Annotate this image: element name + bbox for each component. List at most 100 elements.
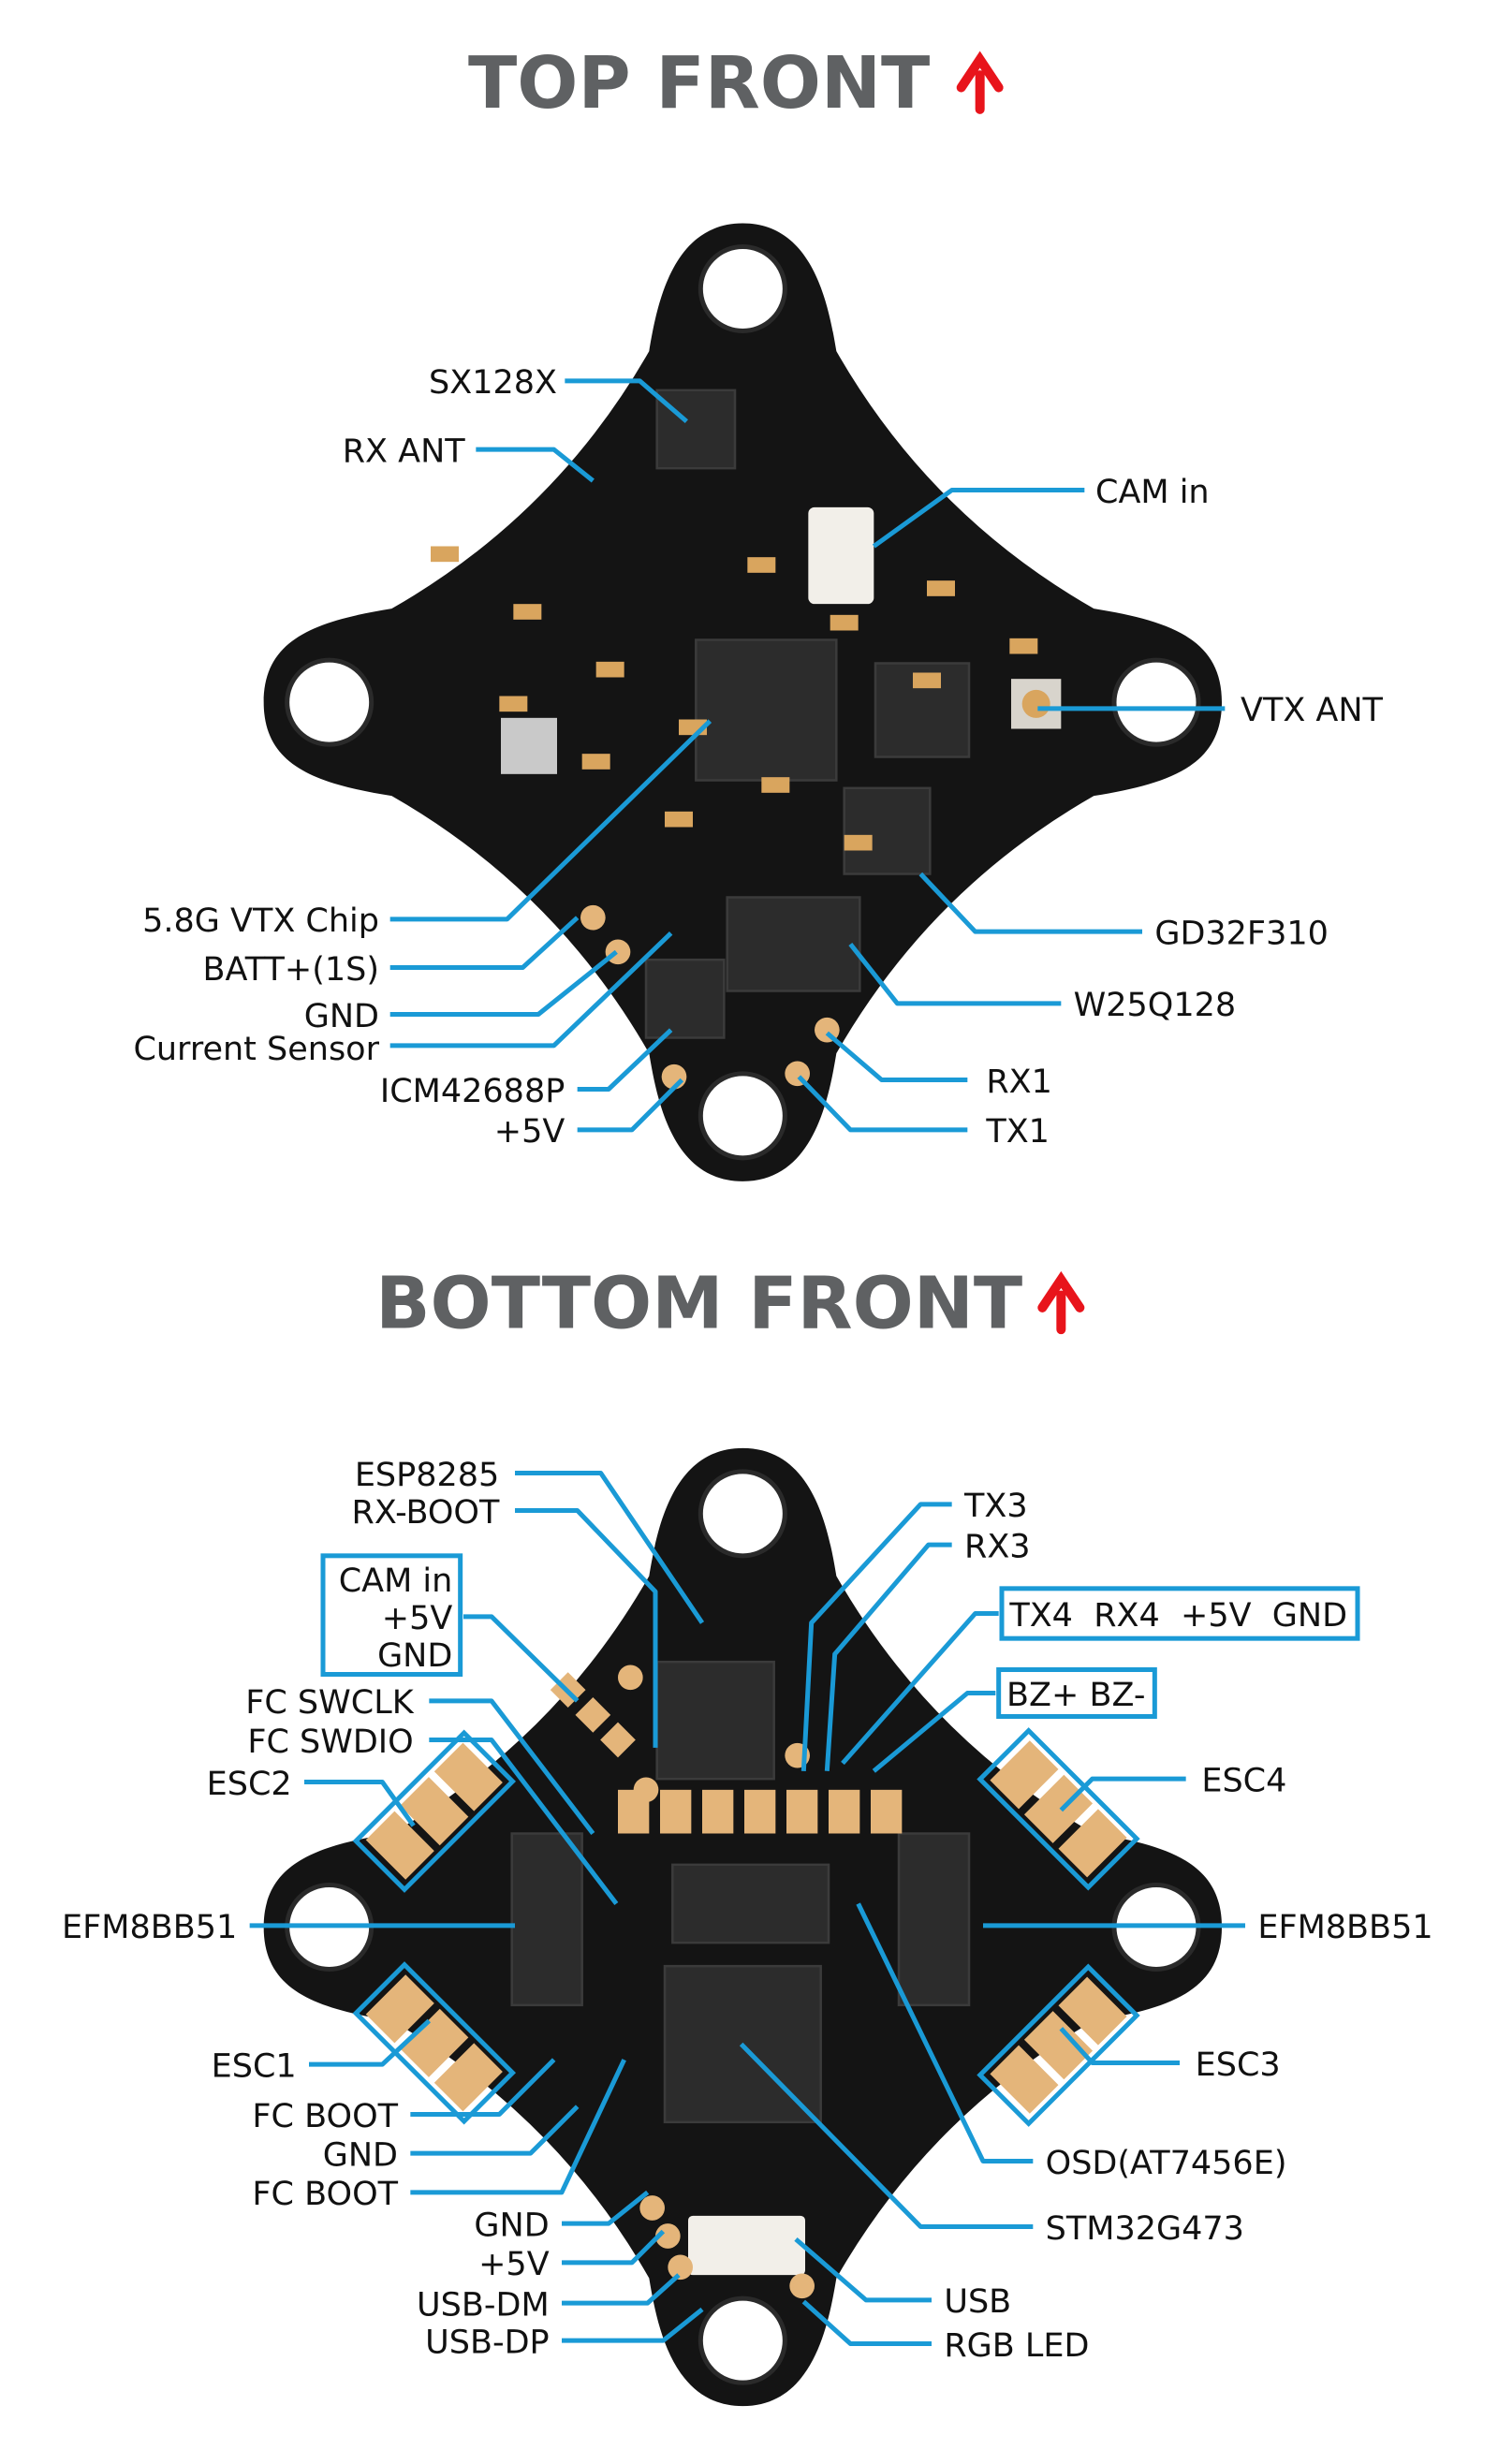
leader-line	[515, 1471, 705, 1624]
label-rgb-led: RGB LED	[944, 2327, 1089, 2365]
buzzer-pin-box: BZ+ BZ-	[996, 1667, 1157, 1720]
solder-pad	[702, 1789, 734, 1834]
leader-line	[825, 1031, 968, 1083]
solder-pad	[744, 1789, 776, 1834]
leader-line	[562, 2190, 650, 2226]
label-osd-at7456e: OSD(AT7456E)	[1046, 2145, 1287, 2182]
uart4-pin-box: TX4 RX4 +5V GND	[999, 1586, 1360, 1641]
leader-line	[872, 488, 1085, 549]
label-fc-swdio: FC SWDIO	[247, 1723, 413, 1761]
leader-line	[476, 447, 595, 483]
mount-hole	[698, 244, 787, 334]
esp8285-chip	[655, 1660, 775, 1781]
label-gnd: GND	[323, 2137, 398, 2175]
solder-pad	[871, 1789, 903, 1834]
solder-pad	[786, 1789, 818, 1834]
solder-pad	[660, 1789, 692, 1834]
imu-chip	[644, 958, 726, 1039]
arrow-up-icon	[1037, 1270, 1085, 1335]
mount-hole	[1111, 657, 1201, 747]
esc-pads	[352, 1729, 517, 1893]
leader-line	[389, 916, 580, 971]
label-w25q128: W25Q128	[1074, 987, 1237, 1024]
leader-line	[389, 719, 712, 922]
leader-line	[429, 1738, 619, 1906]
leader-line	[800, 1502, 952, 1771]
cam-pin-box: CAM in +5V GND	[320, 1553, 463, 1677]
leader-line	[463, 1614, 580, 1703]
label-tx1: TX1	[985, 1113, 1050, 1151]
label-5v: +5V	[494, 1113, 565, 1151]
label-5-8g-vtx-chip: 5.8G VTX Chip	[142, 902, 379, 940]
label-usb-dm: USB-DM	[417, 2287, 550, 2325]
esc-mcu-left	[510, 1832, 583, 2007]
label-cam-in: CAM in	[1095, 474, 1210, 511]
leader-line	[577, 1078, 684, 1133]
label-stm32g473: STM32G473	[1046, 2210, 1244, 2248]
box-label: +5V	[382, 1600, 453, 1637]
leader-line	[1059, 2027, 1180, 2065]
label-rx1: RX1	[986, 1063, 1052, 1101]
leader-line	[389, 949, 618, 1018]
label-esc3: ESC3	[1196, 2046, 1281, 2084]
label-tx3: TX3	[963, 1488, 1028, 1525]
leader-line	[1059, 1776, 1186, 1812]
label-usb-dp: USB-DP	[425, 2325, 550, 2362]
leader-line	[872, 1691, 996, 1773]
leader-line	[410, 2059, 626, 2195]
label-efm8bb51: EFM8BB51	[1257, 1909, 1432, 1946]
esc-mcu-right	[897, 1832, 971, 2007]
vtx-chip	[695, 638, 838, 782]
label-vtx-ant: VTX ANT	[1241, 692, 1384, 729]
esc-pads	[977, 1963, 1140, 2127]
solder-pad	[633, 1777, 659, 1803]
label-sx128x: SX128X	[429, 364, 557, 402]
leader-line	[562, 2307, 704, 2343]
flash-chip	[726, 896, 861, 992]
mount-hole	[698, 1071, 787, 1161]
osd-chip	[671, 1863, 830, 1944]
label-5v: +5V	[478, 2246, 550, 2283]
bottom-front-title: BOTTOM FRONT	[375, 1263, 1022, 1346]
esc-pads	[352, 1961, 517, 2125]
leader-line	[824, 1542, 952, 1771]
leader-line	[739, 2042, 1034, 2229]
top-board	[263, 223, 1223, 1181]
label-rx-boot: RX-BOOT	[352, 1494, 500, 1532]
leader-line	[797, 1075, 968, 1133]
solder-pad	[829, 1789, 860, 1834]
mount-hole	[285, 657, 374, 747]
leader-line	[801, 2299, 932, 2346]
bottom-board	[263, 1447, 1223, 2407]
solder-pad	[580, 904, 606, 931]
leader-line	[794, 2237, 932, 2303]
box-label: CAM in	[339, 1562, 453, 1600]
label-current-sensor: Current Sensor	[133, 1031, 379, 1068]
leader-line	[562, 2273, 681, 2306]
mount-hole	[698, 2295, 787, 2385]
label-batt-1s: BATT+(1S)	[202, 951, 379, 989]
label-fc-swclk: FC SWCLK	[245, 1684, 414, 1722]
solder-pad	[639, 2195, 665, 2221]
leader-line	[515, 1508, 658, 1748]
esc-pads	[977, 1727, 1140, 1891]
leader-line	[309, 2018, 432, 2067]
label-esp8285: ESP8285	[355, 1457, 500, 1494]
label-esc4: ESC4	[1201, 1763, 1286, 1800]
usb-connector	[688, 2215, 805, 2276]
label-rx3: RX3	[964, 1529, 1031, 1566]
leader-line	[410, 2058, 556, 2117]
label-usb: USB	[944, 2283, 1011, 2321]
cam-connector	[808, 506, 874, 605]
label-icm42688p: ICM42688P	[380, 1073, 565, 1110]
arrow-up-icon	[956, 51, 1004, 114]
label-efm8bb51: EFM8BB51	[62, 1909, 237, 1946]
label-esc1: ESC1	[212, 2048, 297, 2086]
leader-line	[918, 872, 1142, 934]
label-rx-ant: RX ANT	[343, 433, 466, 471]
label-gnd: GND	[474, 2207, 549, 2245]
label-gnd: GND	[304, 998, 379, 1035]
leader-line	[304, 1780, 416, 1827]
leader-line	[389, 931, 673, 1049]
